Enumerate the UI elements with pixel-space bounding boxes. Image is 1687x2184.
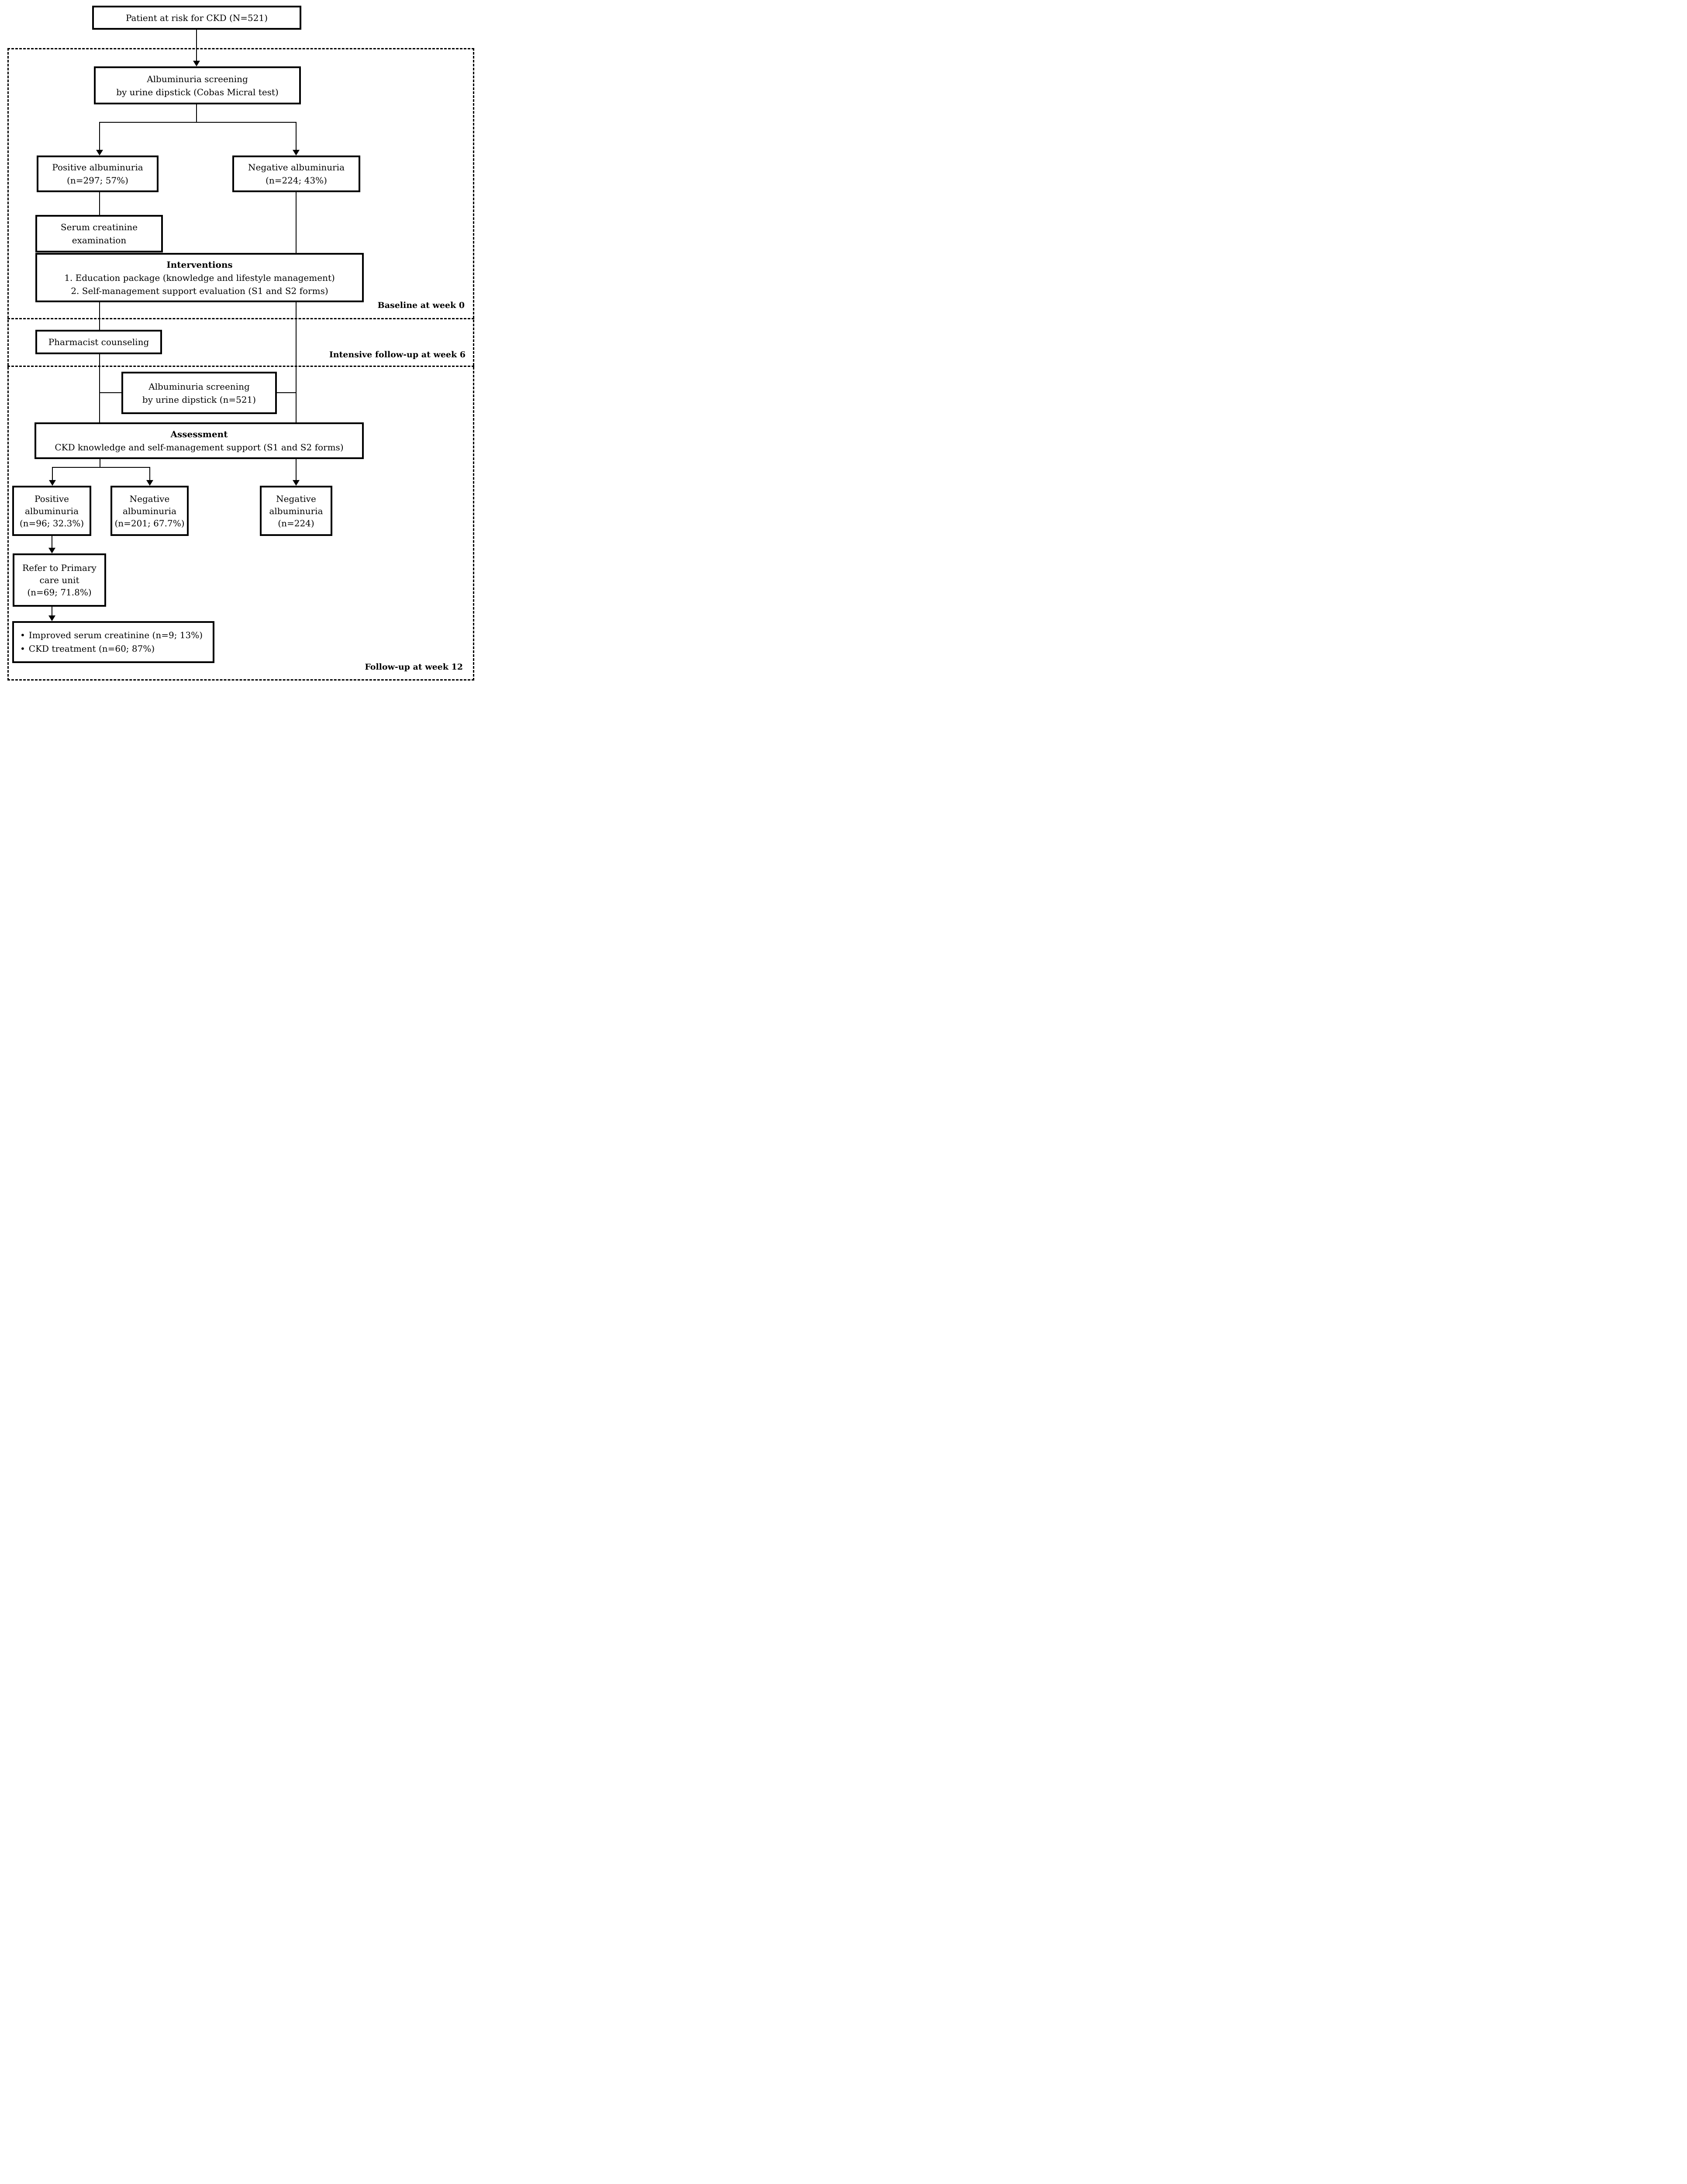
node-text: albuminuria <box>269 505 323 516</box>
node-text: Patient at risk for CKD (N=521) <box>125 12 268 23</box>
node-positive-albuminuria-baseline: Positive albuminuria (n=297; 57%) <box>37 156 159 192</box>
node-text: albuminuria <box>24 505 79 516</box>
node-text: Serum creatinine <box>60 222 138 232</box>
node-title: Assessment <box>170 429 228 439</box>
arrowhead-screening <box>193 61 200 66</box>
connector-split-bar-2 <box>52 467 150 468</box>
arrowhead-positive-2 <box>49 480 56 486</box>
node-negative-albuminuria-untested: Negative albuminuria (n=224) <box>260 486 332 536</box>
node-outcomes: • Improved serum creatinine (n=9; 13%) •… <box>12 621 214 663</box>
arrowhead-negative-untested <box>293 480 300 486</box>
node-text: CKD treatment (n=60; 87%) <box>28 643 155 654</box>
divider-baseline-week6 <box>7 318 474 319</box>
connector-to-negative <box>296 122 297 150</box>
node-text: examination <box>72 235 127 245</box>
arrowhead-refer <box>48 548 55 553</box>
arrowhead-negative <box>293 150 300 156</box>
connector-screening2-right <box>277 392 296 393</box>
node-interventions: Interventions 1. Education package (know… <box>35 253 364 302</box>
node-serum-creatinine: Serum creatinine examination <box>35 215 163 252</box>
connector-to-negative-untested <box>296 459 297 480</box>
node-text: Refer to Primary <box>22 563 97 573</box>
node-text: 2. Self-management support evaluation (S… <box>71 285 328 296</box>
node-text: Negative <box>129 493 170 504</box>
node-patient-at-risk: Patient at risk for CKD (N=521) <box>92 6 301 30</box>
node-text: albuminuria <box>122 505 176 516</box>
arrowhead-negative-2 <box>146 480 153 486</box>
phase-label-week6: Intensive follow-up at week 6 <box>329 350 466 359</box>
outcome-item: • CKD treatment (n=60; 87%) <box>20 642 155 656</box>
connector-screening2-left <box>100 392 121 393</box>
node-title: Interventions <box>166 259 233 270</box>
node-text: Negative albuminuria <box>248 162 345 173</box>
study-period-dashed-border <box>7 48 474 681</box>
node-text: (n=69; 71.8%) <box>27 587 92 598</box>
node-albuminuria-screening-baseline: Albuminuria screening by urine dipstick … <box>94 66 301 104</box>
node-text: Positive albuminuria <box>52 162 143 173</box>
connector-screening-stem <box>196 104 197 122</box>
phase-label-week12: Follow-up at week 12 <box>365 662 463 672</box>
node-text: Albuminuria screening <box>147 73 248 84</box>
phase-label-baseline: Baseline at week 0 <box>377 301 465 310</box>
node-text: (n=224) <box>278 518 314 529</box>
connector-negative-interventions <box>296 192 297 253</box>
connector-right-rail <box>296 302 297 422</box>
ckd-study-flow-diagram: Baseline at week 0 Intensive follow-up a… <box>0 0 480 683</box>
connector-to-negative-2 <box>149 467 150 480</box>
connector-split-bar <box>99 122 297 123</box>
bullet-icon: • <box>20 630 25 640</box>
node-text: by urine dipstick (Cobas Micral test) <box>116 86 279 97</box>
node-text: 1. Education package (knowledge and life… <box>64 272 335 283</box>
node-pharmacist-counseling: Pharmacist counseling <box>35 330 162 354</box>
node-albuminuria-screening-followup: Albuminuria screening by urine dipstick … <box>121 372 277 414</box>
node-text: care unit <box>39 575 79 585</box>
node-text: Albuminuria screening <box>148 381 250 392</box>
arrowhead-positive <box>96 150 103 156</box>
node-text: (n=96; 32.3%) <box>19 518 84 529</box>
arrowhead-outcomes <box>48 615 55 621</box>
node-text: by urine dipstick (n=521) <box>142 394 256 405</box>
node-text: CKD knowledge and self-management suppor… <box>55 442 344 453</box>
node-text: (n=224; 43%) <box>266 175 327 186</box>
divider-week6-week12 <box>7 366 474 367</box>
connector-to-positive-2 <box>52 467 53 480</box>
node-text: (n=297; 57%) <box>67 175 128 186</box>
node-negative-albuminuria-followup: Negative albuminuria (n=201; 67.7%) <box>110 486 189 536</box>
node-text: (n=201; 67.7%) <box>114 518 185 529</box>
connector-positive-serum <box>99 192 100 215</box>
connector-patient-screening <box>196 30 197 61</box>
connector-interventions-pharmacist <box>99 302 100 330</box>
connector-left-rail <box>99 354 100 422</box>
node-positive-albuminuria-followup: Positive albuminuria (n=96; 32.3%) <box>12 486 91 536</box>
node-text: Pharmacist counseling <box>48 337 149 347</box>
connector-to-positive <box>99 122 100 150</box>
node-negative-albuminuria-baseline: Negative albuminuria (n=224; 43%) <box>232 156 360 192</box>
bullet-icon: • <box>20 643 25 654</box>
node-assessment: Assessment CKD knowledge and self-manage… <box>34 422 364 459</box>
node-refer-primary-care: Refer to Primary care unit (n=69; 71.8%) <box>13 553 106 607</box>
node-text: Negative <box>276 493 316 504</box>
outcome-item: • Improved serum creatinine (n=9; 13%) <box>20 629 203 642</box>
node-text: Improved serum creatinine (n=9; 13%) <box>28 630 203 640</box>
node-text: Positive <box>34 493 69 504</box>
